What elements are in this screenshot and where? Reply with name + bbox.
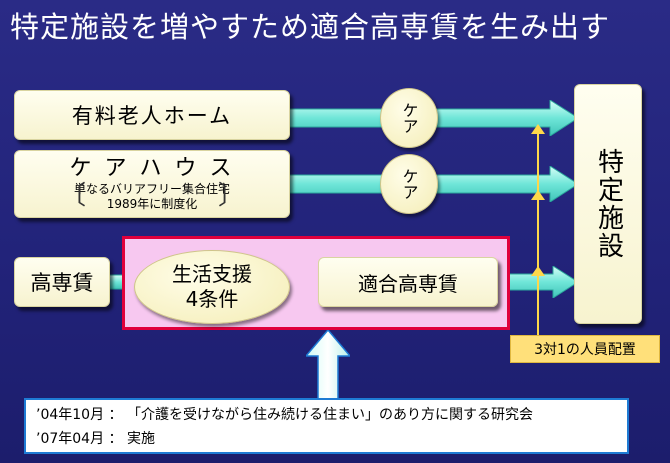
note-text-2: 実施 [127,431,155,447]
box-tekigo-label: 適合高専賃 [358,271,458,296]
staffing-label: 3対1の人員配置 [534,342,636,358]
box-koshinchin: 高専賃 [14,257,110,307]
box-tokutei-shisetsu: 特定施設 [574,84,642,324]
history-notes: ’04年10月 ： 「介護を受けながら住み続ける住まい」のあり方に関する研究会 … [24,398,629,454]
support-line1: 生活支援 [172,262,252,286]
box-yuryo-rojin-home: 有料老人ホーム [14,90,290,140]
box-carehouse-label: ケ ア ハ ウ ス [69,156,235,181]
box-carehouse-sub: 〔 単なるバリアフリー集合住宅 1989年に制度化 〕 [60,182,244,212]
box-yuryo-label: 有料老人ホーム [71,104,233,128]
box-carehouse: ケ ア ハ ウ ス 〔 単なるバリアフリー集合住宅 1989年に制度化 〕 [14,150,290,218]
page-title: 特定施設を増やすため適合高専賃を生み出す [10,10,611,44]
bracket-left: 〔 [59,181,86,211]
staffing-note: 3対1の人員配置 [510,335,660,363]
box-carehouse-sub1: 単なるバリアフリー集合住宅 [73,182,230,196]
note-sep-2: ： [108,431,123,447]
box-koshinchin-label: 高専賃 [30,271,94,295]
note-line-1: ’04年10月 ： 「介護を受けながら住み続ける住まい」のあり方に関する研究会 [36,403,617,427]
ellipse-care-2: ケア [380,154,438,214]
box-tekigo-koshinchin: 適合高専賃 [318,257,498,307]
box-tokutei-label: 特定施設 [593,148,624,260]
note-text-1: 「介護を受けながら住み続ける住まい」のあり方に関する研究会 [127,407,533,423]
ellipse-support-conditions: 生活支援 4条件 [134,250,290,324]
note-sep-1: ： [108,407,123,423]
note-date-2: ’07年04月 [36,431,105,447]
staffing-line [531,124,545,338]
note-date-1: ’04年10月 [36,407,105,423]
ellipse-care-1: ケア [380,88,438,148]
box-carehouse-sub2: 1989年に制度化 [106,197,198,211]
note-line-2: ’07年04月 ： 実施 [36,427,617,451]
care-label-1: ケア [399,102,419,134]
support-line2: 4条件 [185,287,239,311]
arrow-up-to-region [306,330,350,400]
care-label-2: ケア [399,168,419,200]
bracket-right: 〕 [217,181,244,211]
